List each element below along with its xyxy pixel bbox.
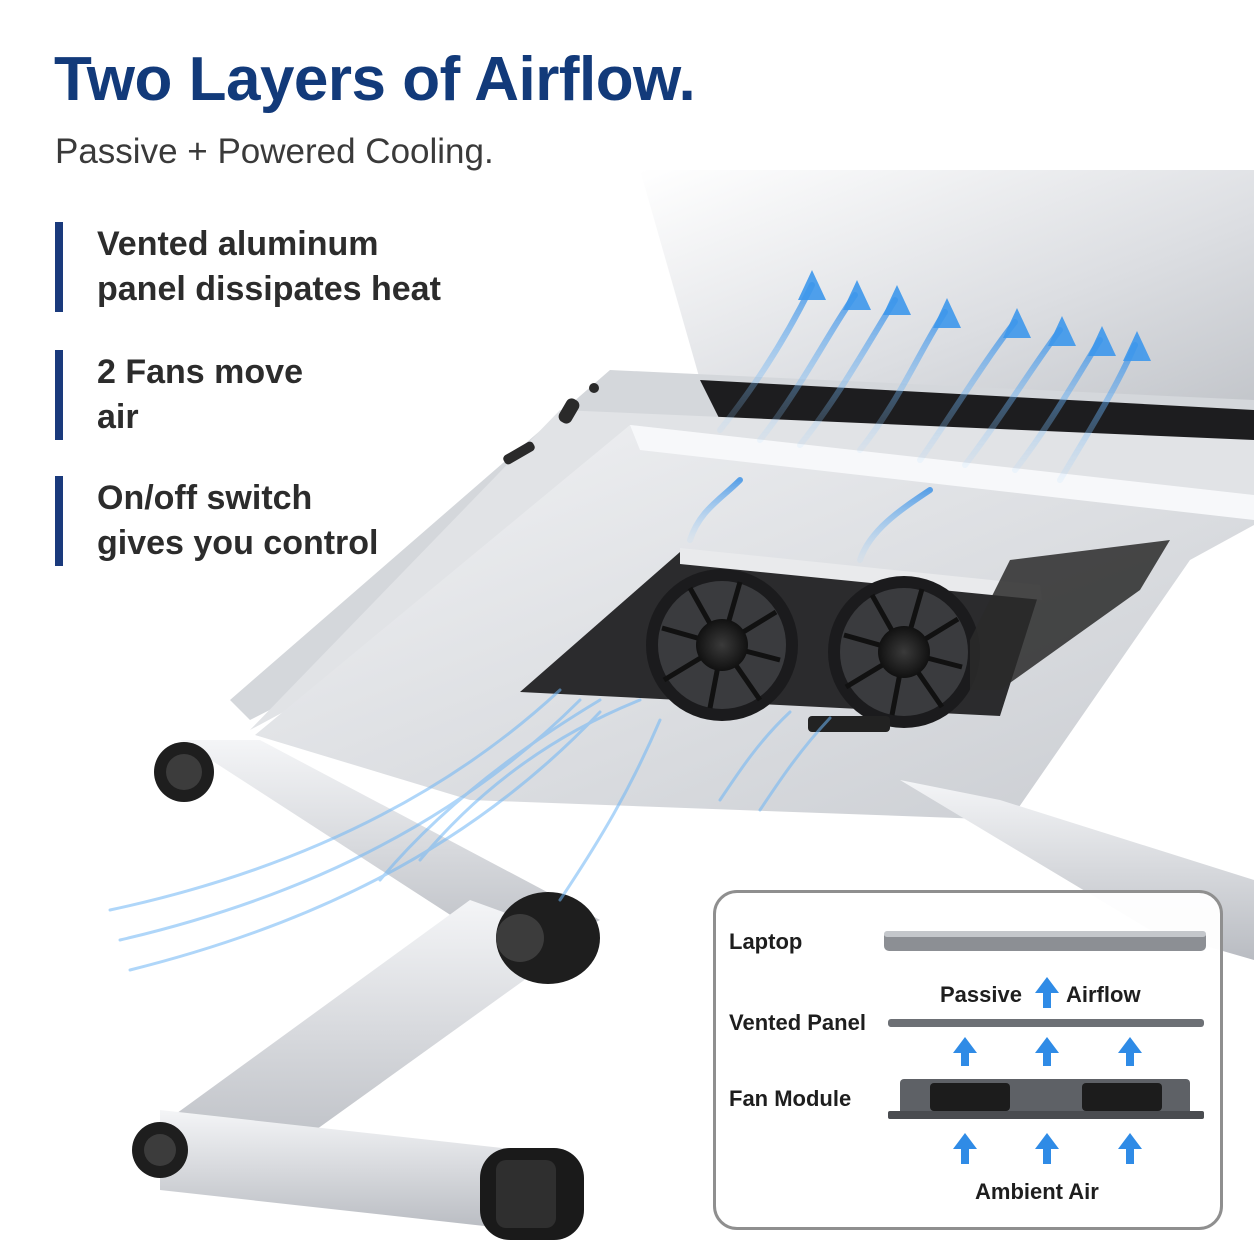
laptop-lid	[640, 170, 1254, 410]
fan-airflow-arrows-icon	[953, 1037, 1142, 1066]
fan-module	[520, 540, 1170, 732]
fan-left	[646, 569, 798, 721]
stand-joints	[132, 742, 600, 1240]
diagram-graphics	[884, 931, 1206, 1164]
feature-fans: 2 Fans move air	[55, 350, 303, 440]
passive-airflow-arrow-icon	[1035, 977, 1059, 1008]
ambient-air-label: Ambient Air	[975, 1179, 1099, 1204]
airflow-arrowheads	[798, 270, 1151, 361]
fan-right	[828, 576, 980, 728]
diagram-vented-panel-shape	[888, 1019, 1204, 1027]
feature-line: On/off switch	[97, 479, 313, 517]
ambient-air-arrows-icon	[953, 1133, 1142, 1164]
feature-line: panel dissipates heat	[97, 270, 441, 308]
page-subtitle: Passive + Powered Cooling.	[55, 132, 494, 171]
fan-module-label: Fan Module	[729, 1086, 852, 1111]
feature-line: Vented aluminum	[97, 225, 379, 263]
page-title: Two Layers of Airflow.	[54, 45, 696, 114]
vented-panel-label: Vented Panel	[729, 1010, 866, 1035]
feature-line: 2 Fans move	[97, 353, 303, 391]
feature-line: gives you control	[97, 524, 379, 562]
passive-label: Passive	[940, 982, 1022, 1007]
feature-line: air	[97, 398, 139, 436]
diagram-fan-module-shape	[888, 1079, 1204, 1119]
feature-switch: On/off switch gives you control	[55, 476, 379, 566]
cooling-layers-diagram: Laptop Passive Airflow Vented Panel Fan …	[713, 890, 1223, 1230]
feature-vented-panel: Vented aluminum panel dissipates heat	[55, 222, 441, 312]
laptop-label: Laptop	[729, 929, 803, 954]
airflow-label: Airflow	[1066, 982, 1141, 1007]
intake-streams	[108, 688, 832, 972]
